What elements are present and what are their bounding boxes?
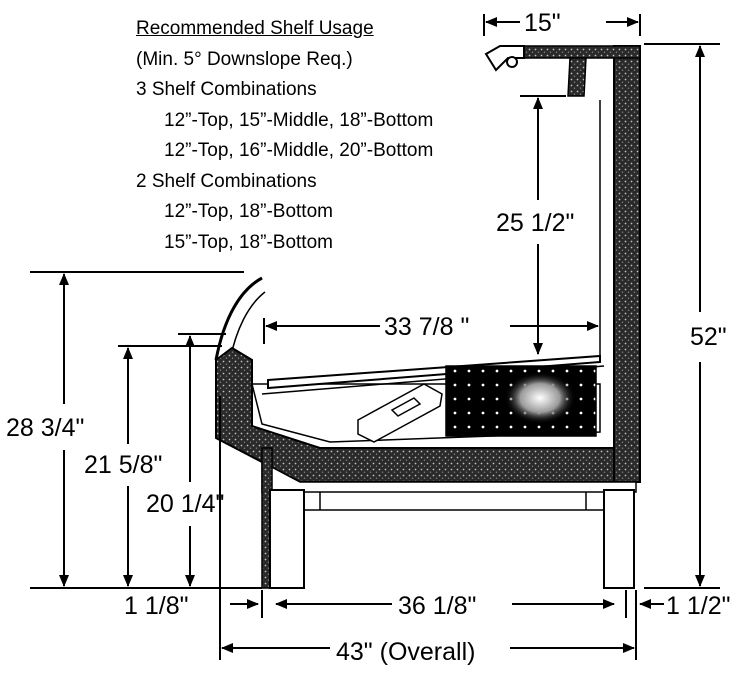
three-shelf-option-1: 12”-Top, 15”-Middle, 18”-Bottom (164, 109, 434, 131)
two-shelf-heading: 2 Shelf Combinations (136, 170, 317, 192)
dim-front-height-b: 20 1/4" (146, 490, 224, 518)
three-shelf-heading: 3 Shelf Combinations (136, 79, 317, 100)
refrigerated-case-outline (214, 45, 641, 589)
dim-shelf-clearance: 25 1/2" (496, 209, 574, 237)
dimension-lines (30, 14, 720, 660)
two-shelf-option-1: 12”-Top, 18”-Bottom (164, 201, 333, 222)
notes-title: Recommended Shelf Usage (136, 18, 374, 39)
dim-case-height: 52" (690, 323, 727, 351)
three-shelf-option-2: 12”-Top, 16”-Middle, 20”-Bottom (164, 140, 434, 161)
dim-rear-offset: 1 1/2" (666, 592, 730, 620)
dim-front-glass-height: 28 3/4" (6, 414, 84, 442)
dim-front-offset: 1 1/8" (124, 592, 188, 620)
dim-interior-depth: 33 7/8 " (384, 313, 469, 341)
shelf-usage-notes: Recommended Shelf Usage (Min. 5° Downslo… (136, 14, 433, 258)
dim-top-shelf-depth: 15" (524, 9, 561, 37)
dim-overall-depth: 43" (Overall) (336, 638, 475, 666)
dim-front-height-a: 21 5/8" (84, 451, 162, 479)
dim-leg-span: 36 1/8" (398, 592, 476, 620)
min-slope-note: (Min. 5° Downslope Req.) (136, 48, 353, 70)
dimension-labels: 15" 25 1/2" 52" 33 7/8 " 28 3/4" 21 5/8"… (6, 9, 730, 666)
two-shelf-option-2: 15”-Top, 18”-Bottom (164, 231, 333, 253)
